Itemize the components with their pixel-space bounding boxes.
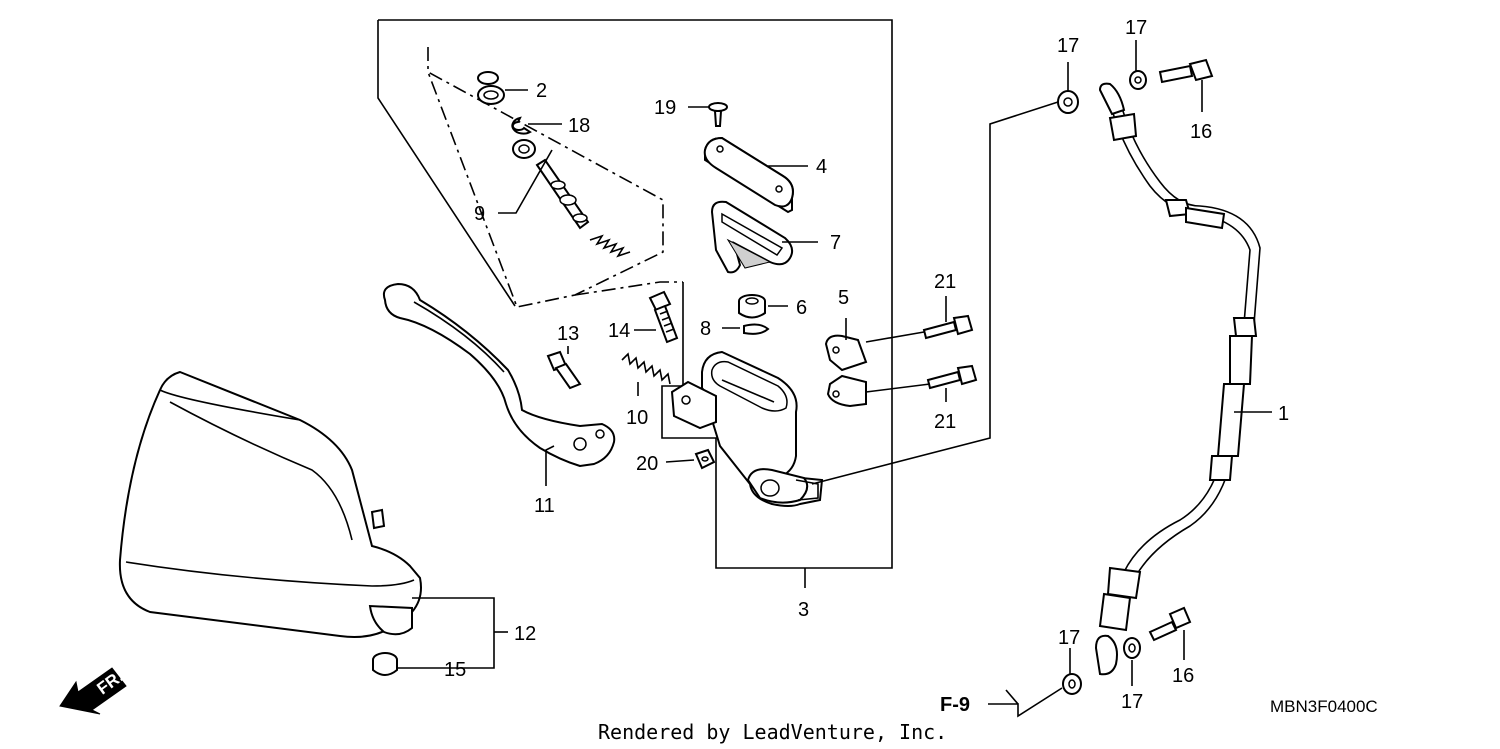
callout-20: 20 bbox=[636, 453, 658, 475]
drawing-code: MBN3F0400C bbox=[1270, 697, 1378, 716]
piston-rod bbox=[535, 158, 590, 230]
callout-16-lower: 16 bbox=[1172, 665, 1194, 687]
part-19-screw bbox=[708, 102, 728, 127]
part-4-reservoir-cap bbox=[703, 136, 794, 214]
callout-4: 4 bbox=[816, 156, 827, 178]
callout-5: 5 bbox=[838, 287, 849, 309]
part-13-pivot-bolt bbox=[546, 350, 582, 390]
callout-17-a: 17 bbox=[1057, 35, 1079, 57]
reference-f9[interactable]: F-9 bbox=[940, 694, 970, 716]
callout-1: 1 bbox=[1278, 403, 1289, 425]
master-cylinder-body bbox=[670, 350, 824, 507]
callout-labels: 1 2 3 4 5 6 7 8 9 10 11 12 13 14 15 16 1… bbox=[444, 17, 1289, 713]
callout-7: 7 bbox=[830, 232, 841, 254]
callout-19: 19 bbox=[654, 97, 676, 119]
callout-12: 12 bbox=[514, 623, 536, 645]
part-8-clip bbox=[743, 323, 770, 335]
callout-2: 2 bbox=[536, 80, 547, 102]
front-orientation-arrow: FR. bbox=[59, 667, 127, 715]
callout-18: 18 bbox=[568, 115, 590, 137]
callout-10: 10 bbox=[626, 407, 648, 429]
callout-17-b: 17 bbox=[1125, 17, 1147, 39]
part-15-grommet bbox=[372, 652, 398, 676]
leader-lines bbox=[398, 40, 1272, 718]
part-10-spring bbox=[621, 352, 671, 385]
part-21-bolt-lower bbox=[926, 364, 978, 390]
part-12-guard bbox=[118, 370, 422, 638]
assembly-outline bbox=[378, 19, 893, 569]
callout-13: 13 bbox=[557, 323, 579, 345]
part-2-cap bbox=[477, 71, 505, 105]
kit-outline-bottom bbox=[574, 281, 683, 296]
callout-11: 11 bbox=[534, 495, 555, 517]
assembly-outline-left bbox=[377, 20, 516, 307]
part-18-circlip bbox=[511, 116, 532, 135]
callout-21-upper: 21 bbox=[934, 271, 956, 293]
seal-ring bbox=[512, 139, 536, 159]
kit-spring bbox=[589, 234, 631, 258]
credit-line: Rendered by LeadVenture, Inc. bbox=[598, 720, 947, 744]
callout-14: 14 bbox=[608, 320, 630, 342]
part-7-diaphragm bbox=[710, 200, 794, 274]
part-20-nut bbox=[694, 448, 716, 470]
part-17-washer-a bbox=[1057, 90, 1079, 114]
part-1-clutch-hose bbox=[1094, 82, 1261, 676]
callout-15: 15 bbox=[444, 659, 466, 681]
part-16-bolt-upper bbox=[1158, 58, 1214, 84]
part-16-bolt-lower bbox=[1148, 606, 1192, 642]
callout-17-c: 17 bbox=[1058, 627, 1080, 649]
callout-6: 6 bbox=[796, 297, 807, 319]
part-17-washer-c bbox=[1123, 637, 1141, 659]
part-5-holder bbox=[824, 334, 868, 408]
callout-3: 3 bbox=[798, 599, 809, 621]
callout-8: 8 bbox=[700, 318, 711, 340]
part-6-boot bbox=[738, 294, 766, 319]
part-17-washer-d bbox=[1062, 673, 1082, 695]
callout-16-upper: 16 bbox=[1190, 121, 1212, 143]
part-11-lever bbox=[382, 282, 616, 468]
part-17-washer-b bbox=[1129, 70, 1147, 90]
callout-17-d: 17 bbox=[1121, 691, 1143, 713]
callout-21-lower: 21 bbox=[934, 411, 956, 433]
part-14-bolt bbox=[648, 290, 679, 344]
callout-9: 9 bbox=[474, 203, 485, 225]
part-21-bolt-upper bbox=[922, 314, 974, 340]
kit-outline bbox=[427, 47, 664, 308]
